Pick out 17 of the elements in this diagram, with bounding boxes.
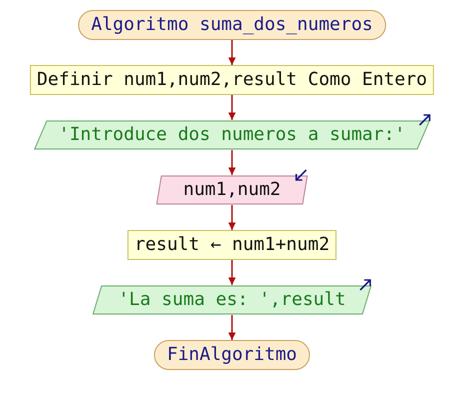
node-text: 'Introduce dos numeros a sumar:' — [58, 126, 406, 144]
terminal-box — [78, 10, 386, 40]
process-box — [30, 65, 434, 95]
arrow — [228, 260, 236, 285]
arrow — [228, 40, 236, 65]
node-text: num1,num2 — [183, 181, 281, 199]
arrow — [228, 205, 236, 230]
node-text: Definir num1,num2,result Como Entero — [36, 71, 428, 89]
process-box — [127, 230, 337, 260]
arrow — [228, 150, 236, 175]
node-text: FinAlgoritmo — [166, 346, 298, 364]
terminal-box — [154, 340, 310, 370]
node-text: Algoritmo suma_dos_numeros — [91, 16, 373, 34]
arrow — [228, 315, 236, 340]
arrow — [228, 95, 236, 120]
node-text: result ← num1+num2 — [134, 236, 330, 254]
node-text: 'La suma es: ',result — [118, 291, 346, 309]
